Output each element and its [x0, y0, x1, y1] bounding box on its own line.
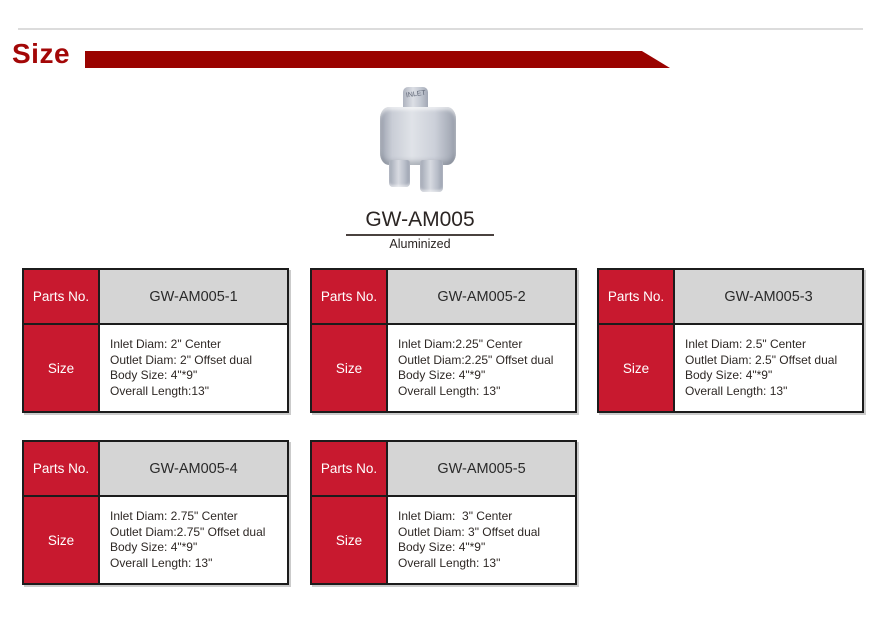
spec-line: Outlet Diam: 2.5" Offset dual [685, 352, 838, 367]
part-number: GW-AM005-4 [100, 442, 287, 497]
spec-line: Body Size: 4"*9" [110, 368, 198, 382]
inlet-marking: INLET [405, 89, 426, 100]
parts-table-4: Parts No. GW-AM005-4 Size Inlet Diam: 2.… [22, 440, 289, 585]
section-banner [85, 51, 670, 68]
size-label: Size [312, 497, 388, 583]
spec-line: Overall Length: 13" [685, 383, 788, 398]
spec-line: Body Size: 4"*9" [398, 540, 486, 554]
spec-line: Outlet Diam:2.75" Offset dual [110, 524, 266, 539]
parts-table-2: Parts No. GW-AM005-2 Size Inlet Diam:2.2… [310, 268, 577, 413]
spec-line: Outlet Diam: 3" Offset dual [398, 524, 541, 539]
parts-no-label: Parts No. [599, 270, 675, 325]
size-specs: Inlet Diam:2.25" Center Outlet Diam:2.25… [388, 325, 575, 411]
spec-line: Inlet Diam: 2.5" Center [685, 337, 806, 351]
product-name: GW-AM005 [346, 208, 494, 236]
parts-no-label: Parts No. [24, 442, 100, 497]
spec-line: Body Size: 4"*9" [398, 368, 486, 382]
parts-table-1: Parts No. GW-AM005-1 Size Inlet Diam: 2"… [22, 268, 289, 413]
product-image: INLET [380, 87, 458, 193]
spec-line: Overall Length: 13" [110, 555, 213, 570]
spec-line: Inlet Diam: 2" Center [110, 337, 221, 351]
spec-line: Overall Length:13" [110, 383, 209, 398]
parts-no-label: Parts No. [312, 270, 388, 325]
part-number: GW-AM005-2 [388, 270, 575, 325]
spec-line: Overall Length: 13" [398, 555, 501, 570]
parts-table-3: Parts No. GW-AM005-3 Size Inlet Diam: 2.… [597, 268, 864, 413]
spec-line: Outlet Diam: 2" Offset dual [110, 352, 253, 367]
part-number: GW-AM005-3 [675, 270, 862, 325]
spec-line: Body Size: 4"*9" [110, 540, 198, 554]
outlet-pipe-right [420, 160, 443, 192]
size-specs: Inlet Diam: 2.5" Center Outlet Diam: 2.5… [675, 325, 862, 411]
spec-line: Overall Length: 13" [398, 383, 501, 398]
size-specs: Inlet Diam: 2" Center Outlet Diam: 2" Of… [100, 325, 287, 411]
size-label: Size [24, 325, 100, 411]
size-label: Size [24, 497, 100, 583]
parts-table-5: Parts No. GW-AM005-5 Size Inlet Diam: 3"… [310, 440, 577, 585]
spec-line: Outlet Diam:2.25" Offset dual [398, 352, 554, 367]
spec-line: Inlet Diam:2.25" Center [398, 337, 523, 351]
size-specs: Inlet Diam: 2.75" Center Outlet Diam:2.7… [100, 497, 287, 583]
parts-no-label: Parts No. [312, 442, 388, 497]
spec-line: Body Size: 4"*9" [685, 368, 773, 382]
spec-line: Inlet Diam: 2.75" Center [110, 509, 238, 523]
muffler-body [380, 107, 456, 165]
top-divider-line [18, 28, 863, 30]
part-number: GW-AM005-5 [388, 442, 575, 497]
product-finish: Aluminized [389, 237, 451, 251]
parts-no-label: Parts No. [24, 270, 100, 325]
page-title: Size [12, 38, 71, 69]
size-label: Size [312, 325, 388, 411]
spec-line: Inlet Diam: 3" Center [398, 509, 513, 523]
part-number: GW-AM005-1 [100, 270, 287, 325]
size-specs: Inlet Diam: 3" Center Outlet Diam: 3" Of… [388, 497, 575, 583]
outlet-pipe-left [389, 160, 410, 187]
size-label: Size [599, 325, 675, 411]
